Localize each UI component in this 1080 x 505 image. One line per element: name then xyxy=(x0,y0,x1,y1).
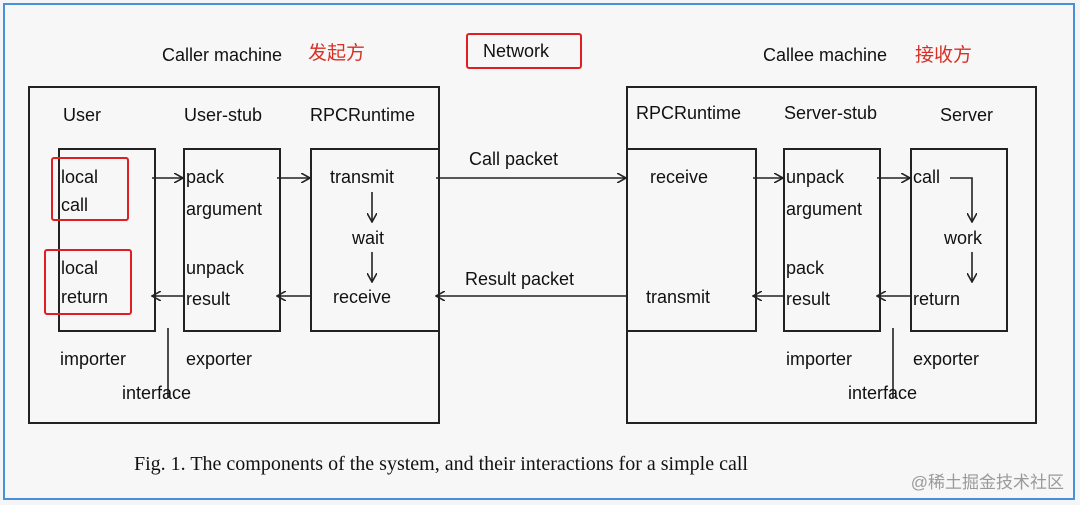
result-packet-label: Result packet xyxy=(465,269,575,289)
col-server-stub: Server-stub xyxy=(784,103,878,123)
network-label: Network xyxy=(483,41,550,61)
caller-machine-title-cn: 发起方 xyxy=(308,43,366,64)
right-importer: importer xyxy=(786,349,853,369)
server-stub-box xyxy=(783,148,881,332)
arrow-call-to-work xyxy=(950,177,972,222)
col-rpc-runtime-left: RPCRuntime xyxy=(310,105,416,125)
server-stub-unpack: unpack xyxy=(786,167,845,187)
rpc-runtime-left-box xyxy=(310,148,440,332)
user-return: return xyxy=(61,287,109,307)
server-call: call xyxy=(913,167,941,187)
network-highlight xyxy=(466,33,582,69)
right-exporter: exporter xyxy=(913,349,980,369)
col-rpc-runtime-right: RPCRuntime xyxy=(636,103,742,123)
user-stub-result: result xyxy=(186,289,231,309)
left-exporter: exporter xyxy=(186,349,253,369)
user-stub-box xyxy=(183,148,281,332)
rpc-runtime-right-box xyxy=(626,148,757,332)
server-return: return xyxy=(913,289,961,309)
watermark: @稀土掘金技术社区 xyxy=(910,473,1064,492)
left-importer: importer xyxy=(60,349,127,369)
server-stub-argument: argument xyxy=(786,199,863,219)
user-stub-argument: argument xyxy=(186,199,263,219)
rpc-left-transmit: transmit xyxy=(330,167,395,187)
rpc-left-wait: wait xyxy=(352,228,385,248)
callee-machine-title: Callee machine xyxy=(763,45,888,65)
left-interface: interface xyxy=(122,383,192,403)
call-packet-label: Call packet xyxy=(469,149,559,169)
callee-machine-title-cn: 接收方 xyxy=(915,45,973,66)
user-box xyxy=(58,148,156,332)
rpc-right-receive: receive xyxy=(650,167,709,187)
user-call: call xyxy=(61,195,89,215)
rpc-left-receive: receive xyxy=(333,287,392,307)
col-server: Server xyxy=(940,105,994,125)
user-stub-pack: pack xyxy=(186,167,225,187)
caller-machine-title: Caller machine xyxy=(162,45,283,65)
server-stub-pack: pack xyxy=(786,258,825,278)
user-local-1: local xyxy=(61,167,99,187)
col-user: User xyxy=(63,105,102,125)
user-stub-unpack: unpack xyxy=(186,258,245,278)
screenshot-frame xyxy=(3,3,1075,500)
rpc-right-transmit: transmit xyxy=(646,287,711,307)
col-user-stub: User-stub xyxy=(184,105,263,125)
figure-caption: Fig. 1. The components of the system, an… xyxy=(134,453,748,475)
server-work: work xyxy=(944,228,983,248)
local-call-highlight xyxy=(51,157,129,221)
server-stub-result: result xyxy=(786,289,831,309)
right-interface: interface xyxy=(848,383,918,403)
local-return-highlight xyxy=(44,249,132,315)
server-box xyxy=(910,148,1008,332)
user-local-2: local xyxy=(61,258,99,278)
